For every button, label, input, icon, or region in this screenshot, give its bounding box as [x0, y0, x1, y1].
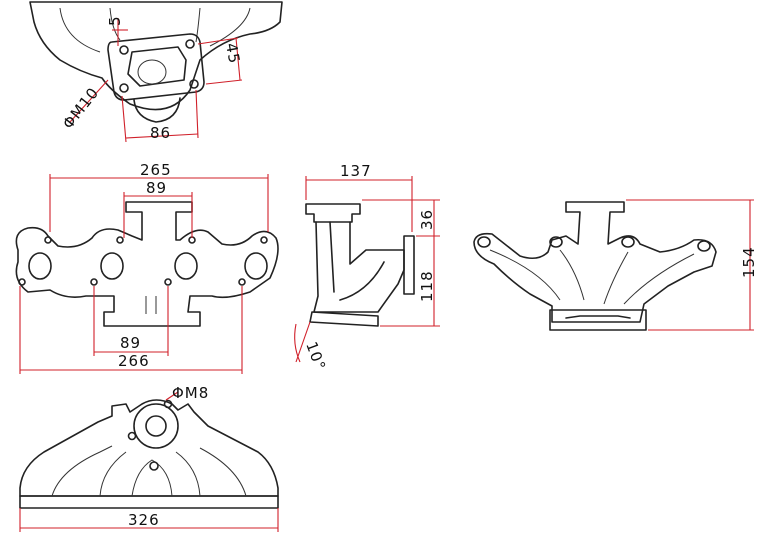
top-view-body	[29, 1, 283, 111]
wastegate-flange	[133, 97, 181, 123]
top-view: 5 45 ΦM10 86	[29, 1, 283, 143]
bolt-hole	[260, 236, 268, 244]
stud-hole	[149, 461, 159, 471]
wastegate-port	[137, 59, 167, 85]
rear-view: ΦM8 326	[19, 384, 279, 532]
dim-label-265: 265	[140, 161, 172, 179]
rear-view-flange-strip	[19, 495, 279, 509]
inlet-port	[100, 252, 124, 280]
side-view: 137 36 118 10°	[294, 162, 440, 373]
bolt-hole	[116, 236, 124, 244]
dim-line-86	[121, 95, 127, 143]
dim-label-m8: ΦM8	[172, 384, 209, 402]
iso-outlet-flange	[549, 309, 647, 331]
wastegate-port	[145, 415, 167, 437]
dim-label-266: 266	[118, 352, 150, 370]
rear-view-runners	[51, 445, 247, 497]
wastegate-flange	[133, 403, 179, 449]
bolt-hole	[18, 278, 26, 286]
dim-label-5: 5	[106, 15, 124, 26]
dim-leader-m8	[165, 391, 179, 401]
side-view-inlet-flange	[403, 235, 415, 295]
dim-leader-m10	[69, 79, 109, 123]
bolt-hole	[164, 278, 172, 286]
isometric-view: 154	[473, 199, 758, 331]
dim-line-86	[195, 89, 199, 139]
side-view-flange-top	[305, 203, 361, 223]
bolt-hole	[238, 278, 246, 286]
dim-label-86: 86	[150, 124, 171, 142]
side-view-outlet-flange	[309, 311, 379, 327]
flange-bolt-hole	[119, 45, 129, 55]
iso-bolt-hole	[621, 236, 635, 248]
dim-label-45: 45	[222, 42, 243, 66]
dim-arc-10deg	[294, 323, 301, 363]
dim-line-45	[205, 79, 243, 85]
dim-label-118: 118	[418, 270, 436, 302]
dim-label-89-top: 89	[146, 179, 167, 197]
dim-line-10deg	[295, 321, 311, 363]
flange-bolt-hole	[189, 79, 199, 89]
dim-label-36: 36	[418, 209, 436, 230]
dim-label-10deg: 10°	[302, 339, 329, 373]
dim-line-45	[197, 37, 239, 45]
flange-bolt-hole	[185, 39, 195, 49]
bolt-hole	[90, 278, 98, 286]
turbo-port	[127, 46, 187, 87]
top-view-runners	[59, 7, 251, 53]
front-view-body	[15, 201, 279, 327]
front-view: 265 89 89 266	[15, 161, 279, 374]
side-view-body	[313, 221, 405, 313]
dim-label-137: 137	[340, 162, 372, 180]
iso-body	[473, 201, 717, 323]
rear-view-body	[19, 399, 279, 497]
dim-line-86	[125, 133, 199, 139]
inlet-port	[28, 252, 52, 280]
dim-line-45	[235, 37, 241, 81]
inlet-port	[244, 252, 268, 280]
wastegate-tube	[145, 296, 157, 314]
iso-bolt-hole	[697, 240, 711, 252]
dim-label-m10: ΦM10	[59, 84, 103, 133]
iso-bolt-hole	[477, 236, 491, 248]
iso-runners	[489, 249, 695, 305]
stud-hole	[127, 431, 137, 441]
inlet-port	[174, 252, 198, 280]
iso-bolt-hole	[549, 236, 563, 248]
dim-label-89-bottom: 89	[120, 334, 141, 352]
bolt-hole	[44, 236, 52, 244]
stud-hole	[163, 399, 173, 409]
dim-label-154: 154	[740, 246, 758, 278]
dim-label-326: 326	[128, 511, 160, 529]
flange-bolt-hole	[119, 83, 129, 93]
